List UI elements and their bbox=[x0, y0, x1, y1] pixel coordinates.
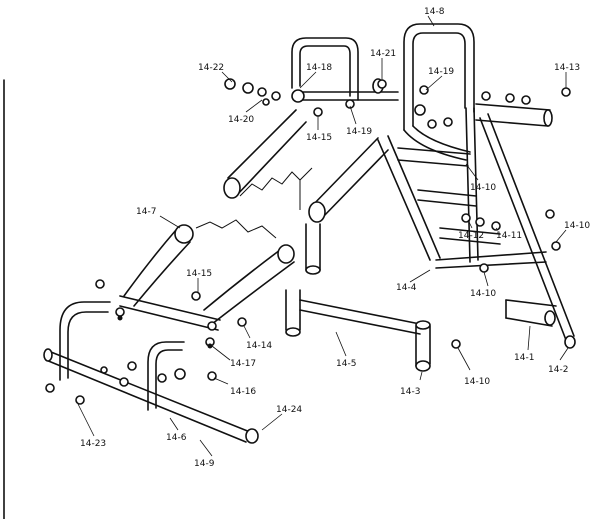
label-14-1: 14-1 bbox=[514, 353, 534, 363]
ladder-rails bbox=[377, 107, 576, 349]
label-14-18: 14-18 bbox=[306, 63, 332, 73]
label-14-16: 14-16 bbox=[230, 387, 256, 397]
callout-labels: 14-8 14-21 14-13 14-22 14-18 14-19 14-19… bbox=[80, 7, 590, 469]
label-14-7: 14-7 bbox=[136, 207, 156, 217]
label-14-11: 14-11 bbox=[496, 231, 522, 241]
hardware-parts bbox=[45, 78, 571, 405]
label-14-22: 14-22 bbox=[198, 63, 224, 73]
right-leg-clamp bbox=[505, 299, 557, 327]
label-14-9: 14-9 bbox=[194, 459, 215, 469]
label-14-12: 14-12 bbox=[458, 231, 484, 241]
top-slide-bar bbox=[475, 103, 553, 127]
label-14-15-middle: 14-15 bbox=[186, 269, 212, 279]
label-14-6: 14-6 bbox=[166, 433, 187, 443]
upper-handle-frame bbox=[403, 23, 475, 161]
upper-slide-chute bbox=[223, 109, 389, 223]
label-14-10-middle: 14-10 bbox=[470, 289, 496, 299]
label-14-14: 14-14 bbox=[246, 341, 272, 351]
bottom-base-frame bbox=[43, 295, 259, 444]
label-14-10-right: 14-10 bbox=[564, 221, 590, 231]
label-14-5: 14-5 bbox=[336, 359, 356, 369]
lower-slide-chute bbox=[123, 219, 295, 325]
label-14-19-right: 14-19 bbox=[428, 67, 454, 77]
label-14-3: 14-3 bbox=[400, 387, 420, 397]
ladder-rungs bbox=[397, 147, 547, 269]
label-14-15-top: 14-15 bbox=[306, 133, 332, 143]
label-14-10-lower: 14-10 bbox=[464, 377, 490, 387]
label-14-20: 14-20 bbox=[228, 115, 254, 125]
label-14-8: 14-8 bbox=[424, 7, 445, 17]
label-14-13: 14-13 bbox=[554, 63, 580, 73]
label-14-4: 14-4 bbox=[396, 283, 417, 293]
label-14-2: 14-2 bbox=[548, 365, 568, 375]
left-handle-frame bbox=[291, 37, 359, 101]
leader-lines bbox=[77, 15, 569, 457]
label-14-19-left: 14-19 bbox=[346, 127, 372, 137]
label-14-23: 14-23 bbox=[80, 439, 106, 449]
cross-tube-14-5 bbox=[299, 299, 431, 372]
label-14-21: 14-21 bbox=[370, 49, 396, 59]
support-tubes bbox=[285, 223, 321, 337]
label-14-24: 14-24 bbox=[276, 405, 302, 415]
label-14-10-upper: 14-10 bbox=[470, 183, 496, 193]
label-14-17: 14-17 bbox=[230, 359, 256, 369]
